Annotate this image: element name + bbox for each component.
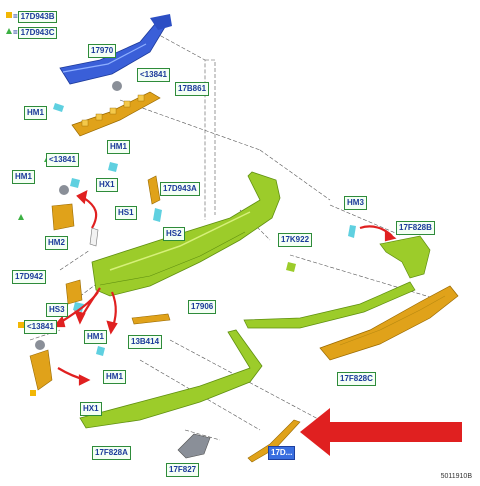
large-pointer-arrow <box>300 408 462 456</box>
legend-square-entry: =17D943B <box>13 11 58 23</box>
part-label-hs2: HS2 <box>163 227 185 241</box>
part-label-17f828b: 17F828B <box>396 221 435 235</box>
part-label-hs3: HS3 <box>46 303 68 317</box>
part-label-hm1: HM1 <box>12 170 35 184</box>
part-label-hm1: HM1 <box>84 330 107 344</box>
small-fasteners <box>35 81 356 356</box>
lower-valance <box>79 329 263 429</box>
part-label-17d943a: 17D943A <box>160 182 200 196</box>
square-marker <box>18 322 24 328</box>
highlight-arrows <box>52 190 397 386</box>
diagram-code: 5011910B <box>440 473 472 480</box>
part-label-13841: <13841 <box>137 68 170 82</box>
legend-square-symbol <box>6 12 12 18</box>
square-marker <box>30 390 36 396</box>
part-label-17f827: 17F827 <box>166 463 200 477</box>
legend-triangle-ref: 17D943C <box>17 27 58 39</box>
part-label-13b414: 13B414 <box>128 335 163 349</box>
part-label-13841: <13841 <box>24 320 57 334</box>
part-label-hx1: HX1 <box>80 402 102 416</box>
highlighted-trim-strip <box>247 419 301 463</box>
part-label-17k922: 17K922 <box>278 233 313 247</box>
part-label-hs1: HS1 <box>115 206 137 220</box>
tow-cover <box>177 433 211 459</box>
bracket-13b414 <box>131 313 171 325</box>
side-bracket <box>29 175 161 391</box>
bumper-cover <box>91 171 281 297</box>
triangle-marker <box>18 214 24 220</box>
part-label-17b861: 17B861 <box>175 82 210 96</box>
legend-triangle-entry: =17D943C <box>13 27 58 39</box>
lower-trim-strip <box>243 281 416 329</box>
rear-diffuser <box>319 285 459 361</box>
side-trim-right <box>379 235 431 279</box>
part-label-17f828a: 17F828A <box>92 446 131 460</box>
part-label-hm3: HM3 <box>344 196 367 210</box>
part-label-hm1: HM1 <box>103 370 126 384</box>
part-label-hm1: HM1 <box>107 140 130 154</box>
energy-absorber <box>71 91 161 137</box>
reinforcement-beam <box>59 14 172 85</box>
legend-square-ref: 17D943B <box>17 11 58 23</box>
part-label-17970: 17970 <box>88 44 117 58</box>
part-label-hm1: HM1 <box>24 106 47 120</box>
part-label-17d942: 17D942 <box>12 270 47 284</box>
part-label-17f828c: 17F828C <box>337 372 376 386</box>
legend-triangle-symbol <box>6 28 12 34</box>
part-label-highlighted: 17D... <box>268 446 296 460</box>
part-label-13841: <13841 <box>46 153 79 167</box>
part-label-hx1: HX1 <box>96 178 118 192</box>
part-label-17906: 17906 <box>188 300 217 314</box>
part-label-hm2: HM2 <box>45 236 68 250</box>
